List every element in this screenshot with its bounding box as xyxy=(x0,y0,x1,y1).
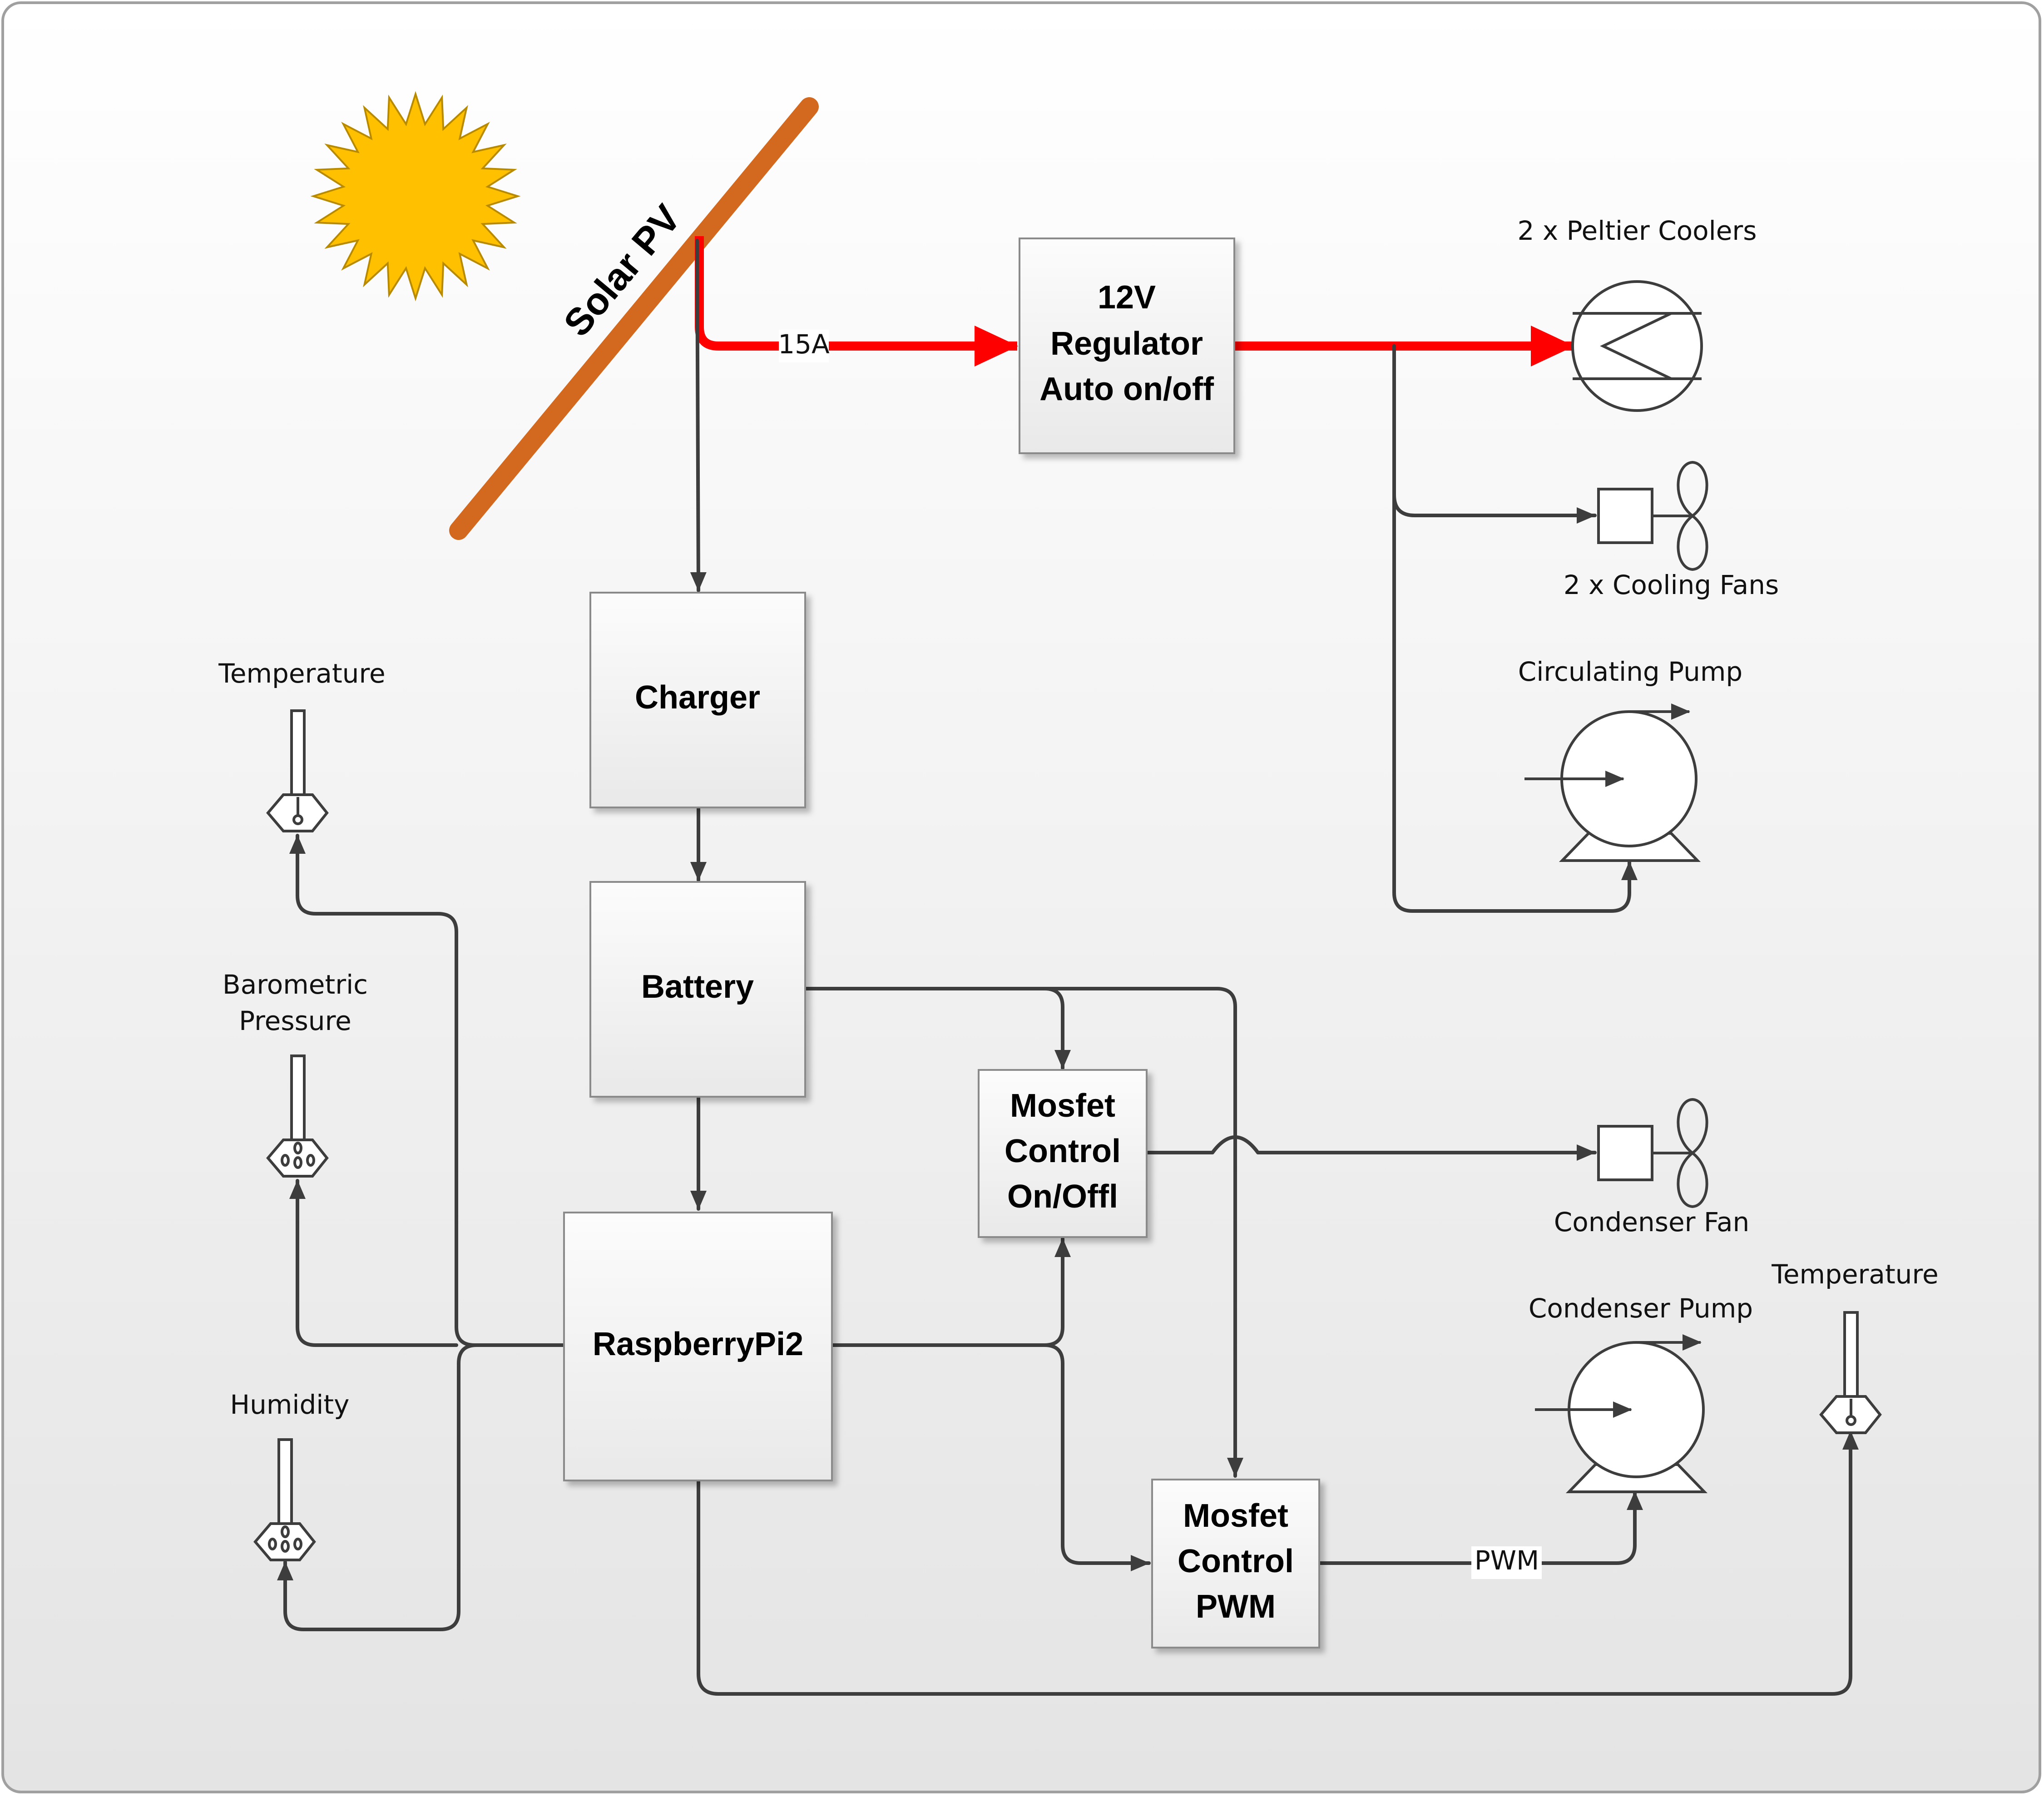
wire-raspberry-humidity xyxy=(277,1343,479,1631)
regulator-block[interactable]: 12V Regulator Auto on/off xyxy=(1019,238,1235,454)
mosfet-pwm-line-1: Mosfet xyxy=(1183,1498,1288,1534)
current-label-bg xyxy=(779,330,829,362)
wire-pwm-condenser-pump xyxy=(1317,1490,1643,1565)
condenser-fan-label: Condenser Fan xyxy=(1554,1207,1750,1238)
battery-label: Battery xyxy=(641,969,754,1005)
solar-panel xyxy=(449,97,819,540)
barometric-label-line-2: Pressure xyxy=(239,1005,351,1036)
wire-raspberry-temperature-right xyxy=(697,1430,1859,1696)
barometric-pressure-icon xyxy=(266,1054,329,1178)
circulating-pump-icon xyxy=(1524,703,1701,862)
wire-regulator-pump xyxy=(1392,344,1638,913)
regulator-line-2: Regulator xyxy=(1050,326,1203,362)
mosfet-onoff-block[interactable]: Mosfet Control On/Offl xyxy=(978,1069,1148,1238)
regulator-line-1: 12V xyxy=(1098,279,1156,316)
mosfet-pwm-line-3: PWM xyxy=(1196,1589,1276,1625)
wire-raspberry-mosfet-pwm xyxy=(1043,1343,1151,1571)
barometric-label-line-1: Barometric xyxy=(223,969,368,1000)
condenser-pump-label: Condenser Pump xyxy=(1529,1293,1753,1324)
peltier-icon xyxy=(1571,280,1703,412)
humidity-label: Humidity xyxy=(230,1389,350,1420)
condenser-pump-icon xyxy=(1535,1334,1708,1493)
wire-raspberry-barometric xyxy=(289,1179,458,1347)
circulating-pump-label: Circulating Pump xyxy=(1518,656,1742,687)
humidity-icon xyxy=(253,1438,316,1561)
current-label: 15A xyxy=(778,329,830,360)
mosfet-onoff-line-3: On/Offl xyxy=(1007,1178,1118,1215)
wire-regulator-fans xyxy=(1392,493,1597,524)
raspberry-block[interactable]: RaspberryPi2 xyxy=(563,1212,833,1481)
charger-label: Charger xyxy=(635,679,760,716)
mosfet-onoff-line-1: Mosfet xyxy=(1010,1088,1115,1124)
mosfet-onoff-line-2: Control xyxy=(1005,1133,1121,1169)
temperature-right-icon xyxy=(1819,1311,1882,1434)
raspberry-label: RaspberryPi2 xyxy=(593,1326,803,1362)
pwm-label: PWM xyxy=(1475,1545,1539,1576)
wire-battery-mosfet-onoff xyxy=(1043,987,1071,1070)
sun-icon xyxy=(310,91,521,302)
temperature-left-label: Temperature xyxy=(218,658,385,689)
cooling-fans-icon xyxy=(1597,460,1708,571)
mosfet-pwm-block[interactable]: Mosfet Control PWM xyxy=(1151,1479,1320,1648)
wire-battery-mosfet-pwm xyxy=(802,987,1243,1478)
wire-mosfet-condenser-fan xyxy=(1145,1135,1597,1161)
temperature-left-icon xyxy=(266,709,329,832)
wire-raspberry-temperature-left xyxy=(289,834,565,1347)
regulator-line-3: Auto on/off xyxy=(1039,371,1214,407)
pwm-label-bg xyxy=(1471,1546,1542,1579)
battery-block[interactable]: Battery xyxy=(589,881,806,1098)
wire-solar-charger xyxy=(690,239,707,592)
peltier-label: 2 x Peltier Coolers xyxy=(1518,215,1757,246)
mosfet-pwm-line-2: Control xyxy=(1178,1543,1294,1579)
condenser-fan-icon xyxy=(1597,1098,1708,1208)
cooling-fans-label: 2 x Cooling Fans xyxy=(1564,569,1779,600)
charger-block[interactable]: Charger xyxy=(589,592,806,808)
power-line-solar-regulator xyxy=(695,236,1018,366)
temperature-right-label: Temperature xyxy=(1771,1259,1938,1290)
